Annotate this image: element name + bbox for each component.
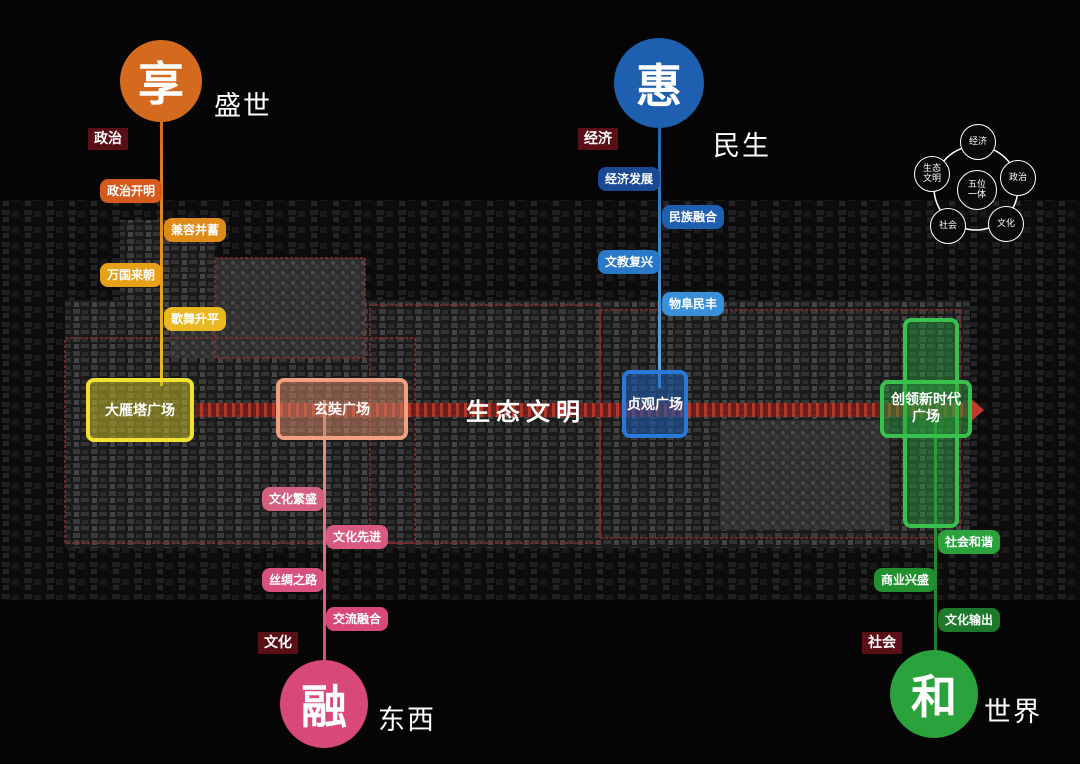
economy-item-4: 物阜民丰 (662, 292, 725, 316)
legend-node-ecology-label: 生态文明 (922, 164, 941, 184)
plaza-xuanzang: 玄奘广场 (276, 378, 408, 440)
politics-circle-char: 享 (138, 57, 184, 111)
society-circle-char: 和 (911, 670, 957, 724)
axis-label: 生态文明 (466, 397, 586, 426)
politics-item-3: 万国来朝 (100, 263, 163, 287)
culture-category: 文化 (258, 632, 298, 654)
politics-circle: 享 (120, 40, 202, 122)
plaza-zhenguan: 贞观广场 (622, 370, 688, 438)
economy-category: 经济 (578, 128, 618, 150)
culture-slogan: 东西 (378, 705, 436, 736)
culture-stem (323, 400, 326, 672)
society-circle: 和 (890, 650, 978, 738)
culture-item-1: 文化繁盛 (262, 487, 325, 511)
politics-stem (160, 118, 163, 386)
politics-slogan: 盛世 (214, 91, 272, 122)
plaza-chuangling-label: 创领新时代广场 (891, 392, 961, 425)
economy-item-2: 民族融合 (662, 205, 725, 229)
politics-item-4: 歌舞升平 (164, 307, 227, 331)
plaza-xuanzang-label: 玄奘广场 (314, 402, 370, 418)
economy-slogan: 民生 (713, 131, 771, 162)
plaza-chuangling-wing: 创领新时代广场 (880, 380, 972, 438)
culture-item-3: 丝绸之路 (262, 568, 325, 592)
legend-node-society: 社会 (930, 208, 966, 244)
legend-center: 五位一体 (957, 170, 997, 210)
society-item-1: 社会和谐 (938, 530, 1001, 554)
economy-stem (658, 110, 661, 388)
economy-item-1: 经济发展 (598, 167, 661, 191)
society-slogan: 世界 (984, 697, 1042, 728)
legend-node-culture: 文化 (988, 206, 1024, 242)
politics-item-2: 兼容并蓄 (164, 218, 227, 242)
culture-circle-char: 融 (301, 680, 347, 734)
plaza-zhenguan-label: 贞观广场 (627, 397, 683, 413)
economy-item-3: 文教复兴 (598, 250, 661, 274)
society-item-2: 商业兴盛 (874, 568, 937, 592)
plaza-chuangling (903, 318, 959, 528)
society-category: 社会 (862, 632, 902, 654)
politics-item-1: 政治开明 (100, 179, 163, 203)
legend-node-politics: 政治 (1000, 160, 1036, 196)
plaza-dayanta: 大雁塔广场 (86, 378, 194, 442)
legend-center-label: 五位一体 (967, 180, 986, 200)
plaza-dayanta-label: 大雁塔广场 (105, 403, 175, 419)
culture-circle: 融 (280, 660, 368, 748)
politics-category: 政治 (88, 128, 128, 150)
legend-node-society-label: 社会 (938, 221, 957, 231)
economy-circle: 惠 (614, 38, 704, 128)
economy-circle-char: 惠 (636, 59, 682, 113)
culture-item-2: 文化先进 (326, 525, 389, 549)
legend-node-politics-label: 政治 (1008, 173, 1027, 183)
legend-node-economy: 经济 (960, 124, 996, 160)
culture-item-4: 交流融合 (326, 607, 389, 631)
society-stem (934, 420, 937, 660)
legend-node-economy-label: 经济 (968, 137, 987, 147)
legend-node-culture-label: 文化 (996, 219, 1015, 229)
society-item-3: 文化输出 (938, 608, 1001, 632)
legend-node-ecology: 生态文明 (914, 156, 950, 192)
